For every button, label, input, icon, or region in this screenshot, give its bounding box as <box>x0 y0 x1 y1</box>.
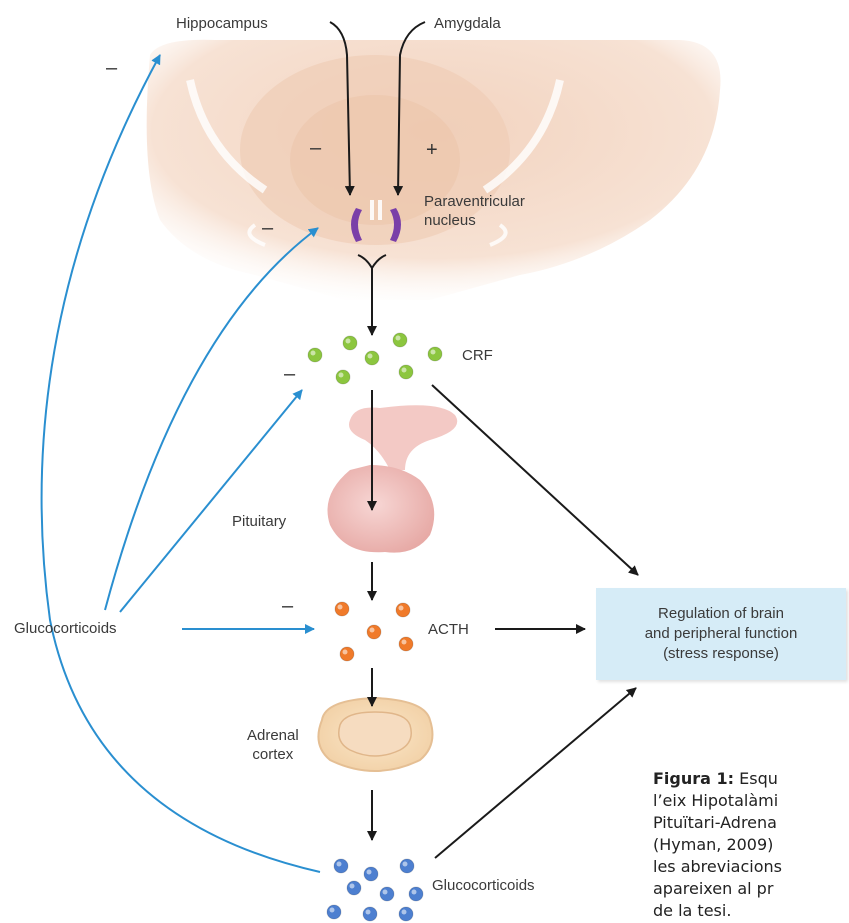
acth-dot-4 <box>399 637 413 651</box>
adrenal-cortex <box>318 698 432 771</box>
acth-dot-highlight-3 <box>370 628 375 633</box>
caption-line1-text: Esqu <box>734 769 778 788</box>
glucocorticoid-dot-9 <box>399 907 413 921</box>
caption-line1: Figura 1: Esqu <box>653 768 849 790</box>
glucocorticoid-dot-3 <box>400 859 414 873</box>
acth-dot-highlight-5 <box>343 650 348 655</box>
acth-dot-2 <box>396 603 410 617</box>
paraventricular-label-line1: Paraventricular <box>424 192 525 211</box>
crf-to-regulation-arrow <box>432 385 638 575</box>
brain-section <box>147 40 721 300</box>
regulation-box-line1: Regulation of brain <box>658 604 784 624</box>
glucocorticoid-dot-highlight-9 <box>402 910 407 915</box>
acth-dot-1 <box>335 602 349 616</box>
glucocorticoids-bottom-label: Glucocorticoids <box>432 876 535 895</box>
glucocorticoid-dot-5 <box>380 887 394 901</box>
crf-dot-6 <box>336 370 350 384</box>
acth-dot-highlight-2 <box>399 606 404 611</box>
crf-dot-3 <box>393 333 407 347</box>
glucocorticoid-dot-4 <box>347 881 361 895</box>
acth-label: ACTH <box>428 620 469 639</box>
glucocorticoids-to-regulation-arrow <box>435 688 636 858</box>
caption-line5: les abreviacions <box>653 856 849 878</box>
glucocorticoid-dot-highlight-5 <box>383 890 388 895</box>
acth-molecules <box>335 602 413 661</box>
adrenal-cortex-label: Adrenal cortex <box>247 726 299 764</box>
glucocorticoid-dot-highlight-3 <box>403 862 408 867</box>
caption-bold: Figura 1: <box>653 769 734 788</box>
caption-line7: de la tesi. <box>653 900 849 922</box>
crf-dot-highlight-7 <box>402 368 407 373</box>
hippocampus-feedback-sign: – <box>106 58 117 78</box>
crf-dot-2 <box>343 336 357 350</box>
regulation-box: Regulation of brain and peripheral funct… <box>596 588 846 680</box>
glucocorticoid-dot-1 <box>334 859 348 873</box>
crf-molecules <box>308 333 442 384</box>
adrenal-label-line2: cortex <box>247 745 299 764</box>
crf-dot-highlight-1 <box>311 351 316 356</box>
glucocorticoid-dot-8 <box>363 907 377 921</box>
glucocorticoid-dot-highlight-6 <box>412 890 417 895</box>
caption-line6: apareixen al pr <box>653 878 849 900</box>
caption-line3: Pituïtari-Adrena <box>653 812 849 834</box>
glucocorticoid-dot-highlight-7 <box>330 908 335 913</box>
paraventricular-label: Paraventricular nucleus <box>424 192 525 230</box>
crf-dot-highlight-3 <box>396 336 401 341</box>
caption-line4: (Hyman, 2009) <box>653 834 849 856</box>
glucocorticoid-molecules <box>327 859 423 921</box>
crf-feedback-sign: – <box>284 364 295 384</box>
feedback-to-crf-arrow <box>120 390 302 612</box>
glucocorticoid-dot-6 <box>409 887 423 901</box>
crf-dot-1 <box>308 348 322 362</box>
crf-label: CRF <box>462 346 493 365</box>
regulation-box-line2: and peripheral function <box>645 624 798 644</box>
glucocorticoid-dot-2 <box>364 867 378 881</box>
crf-dot-highlight-5 <box>368 354 373 359</box>
crf-dot-4 <box>428 347 442 361</box>
acth-dot-3 <box>367 625 381 639</box>
adrenal-label-line1: Adrenal <box>247 726 299 745</box>
amygdala-input-sign: + <box>426 140 438 160</box>
regulation-box-line3: (stress response) <box>663 644 779 664</box>
pituitary-gland <box>328 405 458 552</box>
glucocorticoid-dot-7 <box>327 905 341 919</box>
feedback-to-pvn-arrow <box>105 228 318 610</box>
pituitary-label: Pituitary <box>232 512 286 531</box>
crf-dot-highlight-4 <box>431 350 436 355</box>
glucocorticoid-dot-highlight-1 <box>337 862 342 867</box>
glucocorticoid-dot-highlight-4 <box>350 884 355 889</box>
amygdala-label: Amygdala <box>434 14 501 33</box>
glucocorticoid-dot-highlight-8 <box>366 910 371 915</box>
acth-dot-5 <box>340 647 354 661</box>
paraventricular-label-line2: nucleus <box>424 211 525 230</box>
acth-dot-highlight-1 <box>338 605 343 610</box>
crf-dot-highlight-2 <box>346 339 351 344</box>
crf-dot-highlight-6 <box>339 373 344 378</box>
caption-line2: l’eix Hipotalàmi <box>653 790 849 812</box>
acth-dot-highlight-4 <box>402 640 407 645</box>
crf-dot-5 <box>365 351 379 365</box>
glucocorticoids-left-label: Glucocorticoids <box>14 619 117 638</box>
hippocampus-label: Hippocampus <box>176 14 268 33</box>
glucocorticoid-dot-highlight-2 <box>367 870 372 875</box>
crf-dot-7 <box>399 365 413 379</box>
acth-feedback-sign: – <box>282 596 293 616</box>
pvn-feedback-sign: – <box>262 218 273 238</box>
figure-caption: Figura 1: Esqu l’eix Hipotalàmi Pituïtar… <box>653 768 849 922</box>
hippocampus-input-sign: – <box>310 138 321 158</box>
